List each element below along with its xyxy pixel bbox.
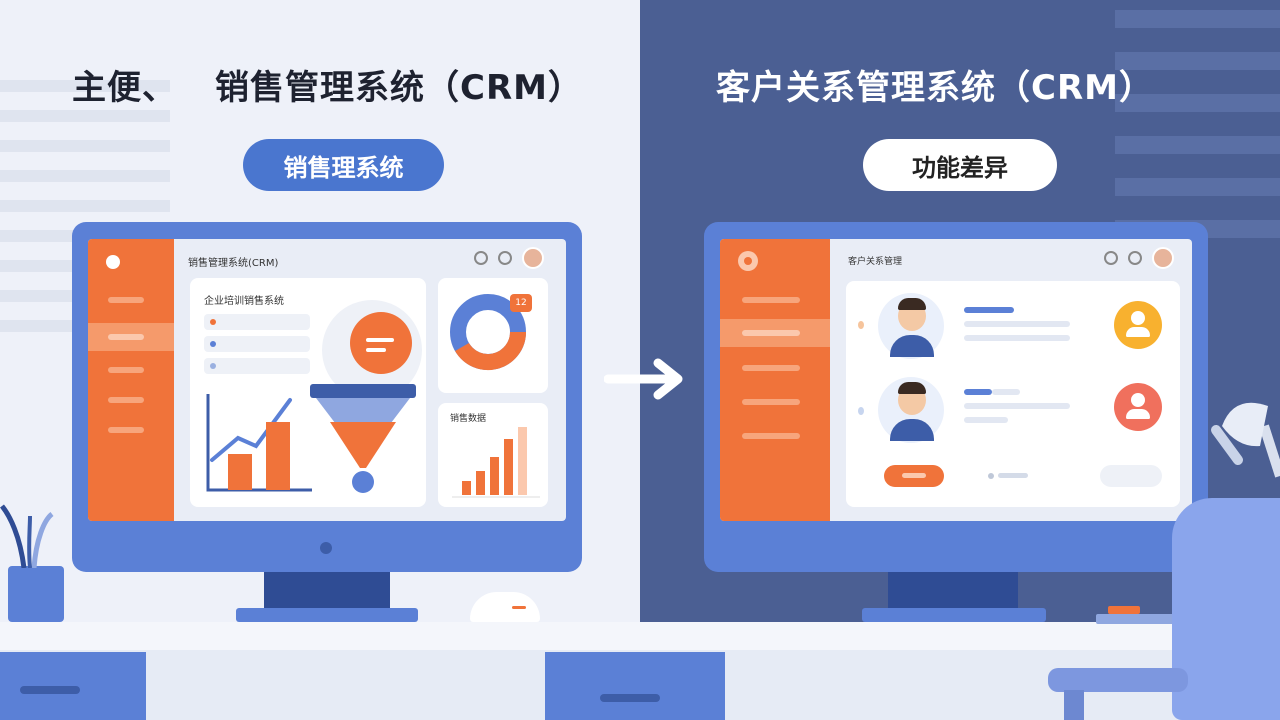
right-badge: 功能差异	[863, 139, 1057, 191]
settings-icon[interactable]	[498, 251, 512, 265]
card-title: 企业培训销售系统	[204, 296, 284, 307]
window-blinds-right	[1115, 0, 1280, 260]
chat-bubble-icon	[350, 312, 412, 374]
line-chart-icon	[206, 394, 312, 492]
secondary-action-button[interactable]	[1100, 465, 1162, 487]
donut-card: 12	[438, 278, 548, 393]
right-screen-header: 客户关系管理	[848, 257, 903, 267]
right-sidebar	[720, 239, 830, 521]
left-sidebar	[88, 239, 174, 521]
customer-list-card	[846, 281, 1180, 507]
kpi-badge-value: 12	[515, 298, 527, 308]
desk-top	[0, 622, 1280, 650]
left-monitor-stand	[264, 572, 390, 612]
left-screen: 销售管理系统(CRM) 企业培训销售系统	[88, 239, 566, 521]
funnel-icon	[310, 384, 416, 493]
donut-chart-icon	[450, 294, 526, 371]
desk-lamp-icon	[1211, 402, 1280, 478]
mouse-icon	[470, 592, 540, 622]
right-monitor: 客户关系管理	[704, 222, 1208, 572]
pencils	[0, 504, 54, 568]
user-avatar-icon[interactable]	[522, 247, 544, 269]
right-notification-icon[interactable]	[1104, 251, 1118, 265]
right-monitor-base	[862, 608, 1046, 622]
right-user-avatar-icon[interactable]	[1152, 247, 1174, 269]
pencil-cup-icon	[8, 566, 64, 622]
phone-icon	[1096, 614, 1186, 624]
bar-chart-icon	[452, 427, 540, 498]
right-settings-icon[interactable]	[1128, 251, 1142, 265]
chart-title: 销售数据	[450, 414, 487, 424]
right-title: 客户关系管理系统（CRM）	[716, 68, 1154, 108]
arrow-right-icon	[604, 358, 683, 400]
left-monitor-base	[236, 608, 418, 622]
chair-icon	[1172, 498, 1280, 720]
main-dashboard-card: 企业培训销售系统	[190, 278, 426, 507]
pagination-dot[interactable]	[988, 473, 994, 479]
right-monitor-stand	[888, 572, 1018, 612]
desk-drawer-center	[545, 652, 725, 720]
contact-icon[interactable]	[1114, 383, 1162, 431]
contact-icon[interactable]	[1114, 301, 1162, 349]
kpi-badge: 12	[510, 294, 532, 312]
left-monitor: 销售管理系统(CRM) 企业培训销售系统	[72, 222, 582, 572]
left-title-prefix: 主便、	[72, 68, 177, 108]
left-badge: 销售理系统	[243, 139, 444, 191]
right-screen: 客户关系管理	[720, 239, 1192, 521]
notification-icon[interactable]	[474, 251, 488, 265]
left-title: 销售管理系统（CRM）	[215, 68, 583, 108]
bar-chart-card: 销售数据	[438, 403, 548, 507]
left-screen-header: 销售管理系统(CRM)	[188, 258, 279, 269]
